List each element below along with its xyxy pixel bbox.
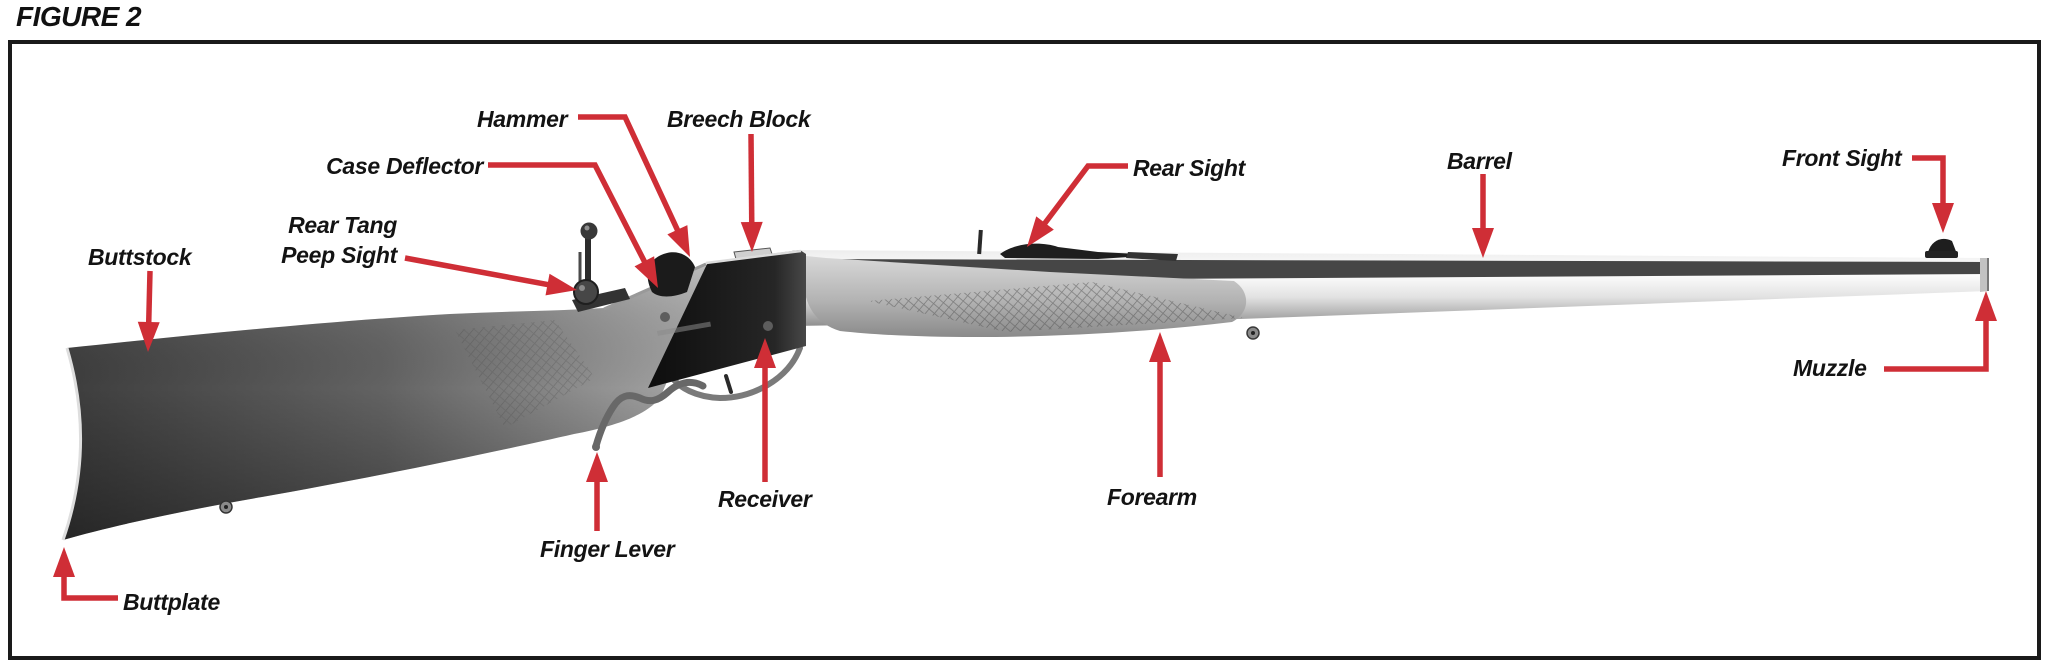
figure-title: FIGURE 2 <box>16 1 142 32</box>
diagram-frame <box>8 40 2041 660</box>
